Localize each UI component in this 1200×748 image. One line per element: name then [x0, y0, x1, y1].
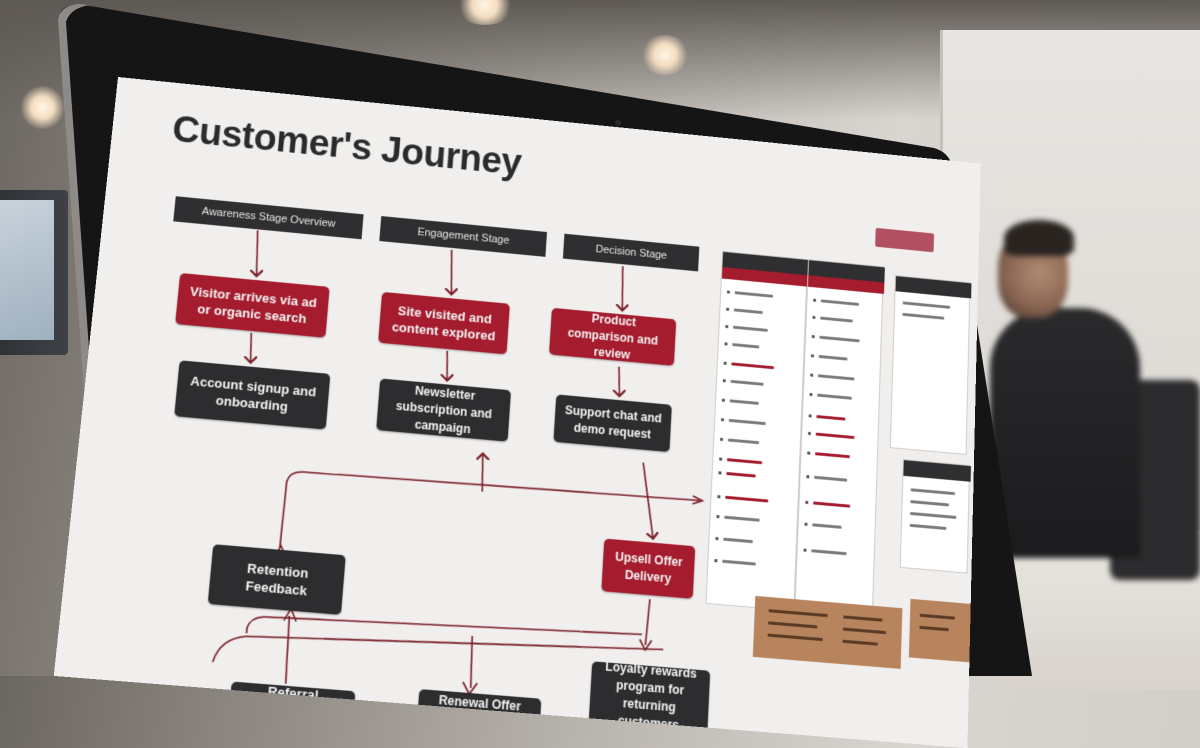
loop-node: Upsell Offer Delivery	[601, 539, 695, 599]
journey-step-node: Product comparison and review	[549, 308, 676, 366]
laptop: Customer's Journey Awareness Stage Overv…	[0, 0, 1200, 676]
summary-panel	[900, 459, 970, 574]
bottom-node: Loyalty rewards program for returning cu…	[589, 661, 711, 732]
notes-panel	[890, 275, 971, 455]
laptop-screen: Customer's Journey Awareness Stage Overv…	[54, 77, 981, 748]
highlight-card	[753, 596, 903, 669]
list-panel-1	[705, 251, 808, 611]
list-panel-2	[795, 259, 884, 608]
highlight-card	[909, 599, 971, 663]
feedback-node: Retention Feedback	[208, 544, 346, 615]
journey-action-node: Support chat and demo request	[553, 394, 671, 452]
